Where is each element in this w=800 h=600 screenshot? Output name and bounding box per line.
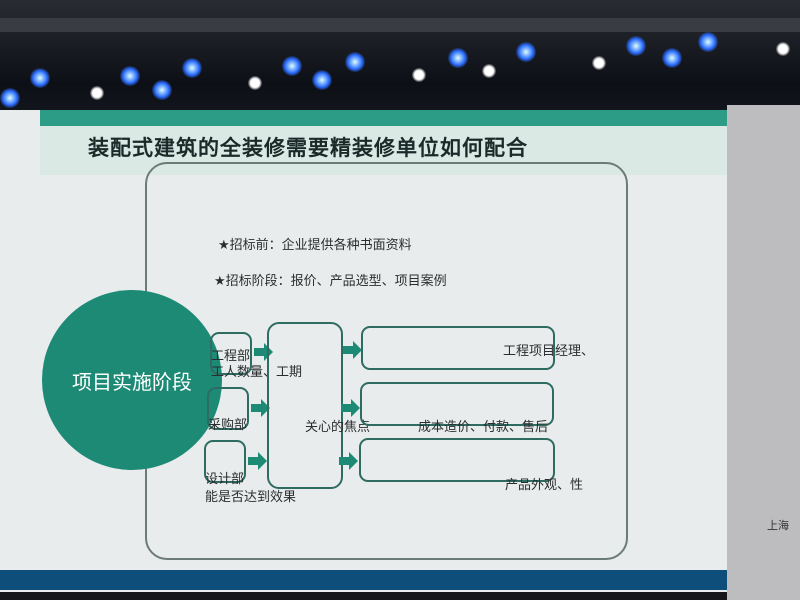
stage-light-icon (516, 42, 536, 62)
focus-item-product: 产品外观、性 (505, 478, 584, 493)
slide-footer-bar (0, 570, 727, 590)
focus-hub-label: 关心的焦点 (305, 420, 371, 435)
stage-light-icon (90, 86, 104, 100)
stage-light-icon (626, 36, 646, 56)
stage-light-icon (698, 32, 718, 52)
focus-box (360, 382, 554, 426)
stage-light-icon (312, 70, 332, 90)
dept-engineering: 工程部 (211, 349, 251, 364)
stage-light-icon (282, 56, 302, 76)
bullet-pre-bid: ★招标前：企业提供各种书面资料 (218, 238, 412, 253)
stage-light-icon (152, 80, 172, 100)
stage-circle: 项目实施阶段 (42, 290, 222, 470)
focus-item-engineering: 工程项目经理、 (503, 344, 595, 359)
dept-design: 设计部 (205, 472, 245, 487)
focus-box (359, 438, 555, 482)
stage-light-icon (248, 76, 262, 90)
bullet-bid-stage: ★招标阶段：报价、产品选型、项目案例 (214, 274, 447, 289)
focus-item-cost: 成本造价、付款、售后 (418, 420, 549, 435)
lighting-truss (0, 18, 800, 32)
stage-light-icon (776, 42, 790, 56)
dept-engineering-note: 工人数量、工期 (211, 365, 303, 380)
focus-box (361, 326, 555, 370)
stage-light-icon (345, 52, 365, 72)
stage-light-icon (412, 68, 426, 82)
side-panel: 上海 (727, 105, 800, 600)
slide-title: 装配式建筑的全装修需要精装修单位如何配合 (88, 136, 528, 160)
stage-light-icon (482, 64, 496, 78)
stage-light-icon (662, 48, 682, 68)
dept-box (210, 332, 252, 375)
dept-design-note: 能是否达到效果 (205, 490, 297, 505)
stage-light-icon (30, 68, 50, 88)
stage-light-icon (0, 88, 20, 108)
dept-box (204, 440, 246, 483)
stage-light-icon (592, 56, 606, 70)
side-text: 上海 (767, 519, 789, 532)
stage-light-icon (120, 66, 140, 86)
dept-box (207, 387, 249, 430)
presentation-slide: 装配式建筑的全装修需要精装修单位如何配合 ★招标前：企业提供各种书面资料 ★招标… (0, 110, 727, 592)
stage-light-icon (182, 58, 202, 78)
focus-hub-box (267, 322, 343, 489)
stage-light-icon (448, 48, 468, 68)
dept-procurement: 采购部 (208, 418, 248, 433)
